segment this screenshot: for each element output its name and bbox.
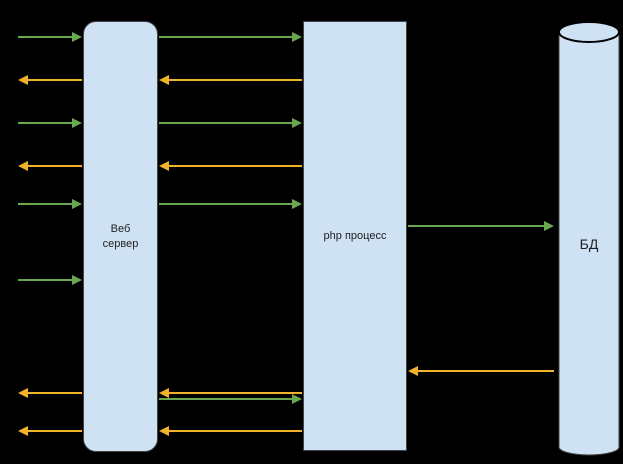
arrowhead-icon — [72, 118, 82, 128]
arrowhead-icon — [159, 161, 169, 171]
request-arrow-line — [18, 36, 72, 38]
arrowhead-icon — [72, 275, 82, 285]
arrowhead-icon — [18, 161, 28, 171]
request-arrow-line — [18, 203, 72, 205]
web-server-label: Веб сервер — [102, 223, 139, 250]
arrowhead-icon — [159, 75, 169, 85]
request-arrow-line — [159, 36, 292, 38]
web-server-node: Веб сервер — [83, 21, 158, 452]
arrowhead-icon — [292, 394, 302, 404]
arrowhead-icon — [18, 426, 28, 436]
php-process-label: php процесс — [323, 229, 387, 242]
arrowhead-icon — [292, 32, 302, 42]
response-arrow-line — [28, 165, 82, 167]
database-label: БД — [579, 235, 599, 252]
request-arrow-line — [159, 122, 292, 124]
arrowhead-icon — [159, 388, 169, 398]
response-arrow-line — [28, 79, 82, 81]
arrowhead-icon — [18, 388, 28, 398]
arrowhead-icon — [292, 199, 302, 209]
request-arrow-line — [18, 122, 72, 124]
response-arrow-line — [418, 370, 554, 372]
response-arrow-line — [169, 165, 302, 167]
arrowhead-icon — [544, 221, 554, 231]
arrowhead-icon — [408, 366, 418, 376]
database-node: БД — [558, 21, 620, 457]
response-arrow-line — [28, 430, 82, 432]
response-arrow-line — [169, 430, 302, 432]
request-arrow-line — [408, 225, 544, 227]
arrowhead-icon — [72, 32, 82, 42]
arrowhead-icon — [159, 426, 169, 436]
response-arrow-line — [169, 79, 302, 81]
request-arrow-line — [159, 398, 292, 400]
database-cylinder-icon — [558, 21, 620, 456]
response-arrow-line — [169, 392, 302, 394]
request-arrow-line — [18, 279, 72, 281]
request-arrow-line — [159, 203, 292, 205]
arrowhead-icon — [18, 75, 28, 85]
arrowhead-icon — [292, 118, 302, 128]
php-process-node: php процесс — [303, 21, 407, 451]
response-arrow-line — [28, 392, 82, 394]
arrowhead-icon — [72, 199, 82, 209]
